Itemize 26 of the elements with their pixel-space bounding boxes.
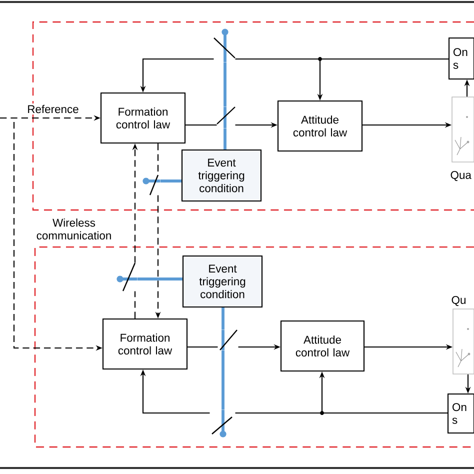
sensor-box: On s [448,37,474,80]
quadrotor-drawing [452,308,474,374]
switch-symbol [216,106,236,128]
controller-box: Formation control law [102,318,188,370]
edge-label: Reference [26,104,80,114]
trigger-condition-box: Event triggering condition [181,149,262,202]
trigger-line [137,278,182,280]
annotation: Wireless communication [36,218,111,240]
trigger-line [224,128,226,150]
switch-symbol [220,330,238,350]
switch-symbol [116,262,137,292]
controller-box: Formation control law [100,92,186,144]
trigger-line [222,350,224,410]
controller-box: Attitude control law [277,100,363,152]
switch-symbol [212,410,232,438]
quadrotor-drawing [452,96,474,162]
switch-symbol [214,28,236,62]
controller-box: Attitude control law [280,320,365,372]
switch-symbol [142,174,160,196]
trigger-line [224,62,226,107]
picture-caption: Qua [450,171,472,181]
trigger-line [222,308,224,330]
trigger-line [160,180,182,182]
picture-caption: Qu [452,296,466,306]
trigger-condition-box: Event triggering condition [182,255,263,308]
sensor-box: On s [447,393,474,434]
